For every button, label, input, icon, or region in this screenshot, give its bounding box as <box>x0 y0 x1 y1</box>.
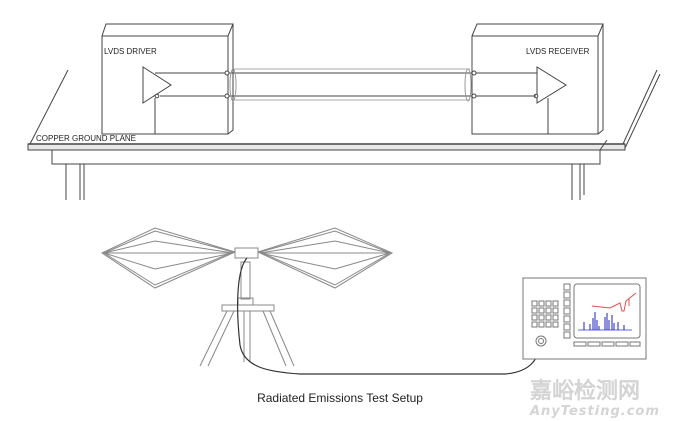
receiver-label: LVDS RECEIVER <box>526 47 590 56</box>
spectrum-analyzer <box>522 277 647 360</box>
receiver-amplifier-symbol <box>536 66 567 104</box>
emission-spectrum <box>578 312 632 331</box>
ground-plane-table <box>27 69 661 200</box>
diagram-caption: Radiated Emissions Test Setup <box>257 391 423 405</box>
driver-label: LVDS DRIVER <box>104 47 157 56</box>
watermark-chinese: 嘉峪检测网 <box>530 378 640 404</box>
rf-cable <box>237 257 542 375</box>
receiver-box <box>471 23 604 135</box>
keypad <box>531 300 559 328</box>
bottom-softkeys <box>573 341 641 347</box>
biconical-antenna <box>100 227 394 367</box>
differential-cable <box>155 68 537 102</box>
driver-box <box>101 23 234 135</box>
watermark-latin: AnyTesting.com <box>529 404 660 419</box>
limit-trace <box>591 292 637 312</box>
rf-input-connector <box>535 335 547 347</box>
ground-plane-label: COPPER GROUND PLANE <box>36 134 136 143</box>
side-softkeys <box>563 283 571 339</box>
